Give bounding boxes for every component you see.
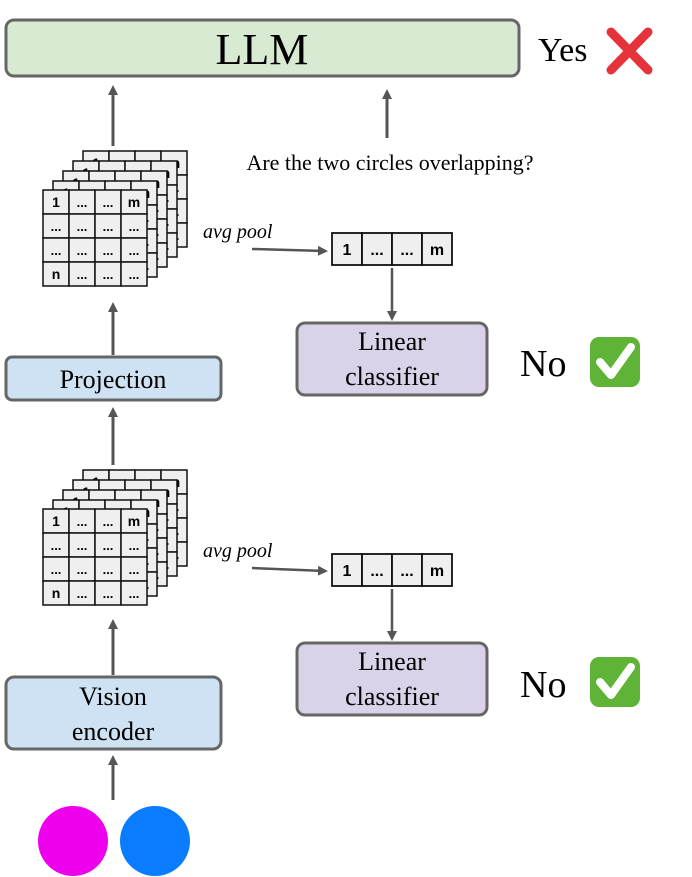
avg-pool-label-lower: avg pool [203, 540, 273, 562]
llm-label: LLM [216, 25, 309, 74]
grid-cell-label: ... [129, 538, 140, 553]
grid-cell-label: ... [77, 586, 88, 601]
vector-cell [331, 232, 363, 266]
grid-cell [94, 580, 122, 606]
grid-cell-label: ... [129, 562, 140, 577]
grid-cell-label: ... [51, 538, 62, 553]
grid-cell-label: m [128, 194, 140, 210]
grid-cell [94, 213, 122, 239]
pooled-vector-upper: 1...... m [331, 232, 453, 266]
projection-box: Projection [4, 355, 223, 402]
grid-cell [120, 261, 148, 287]
vector-cell-label: ... [370, 563, 383, 580]
grid-cell-label: ... [129, 219, 140, 234]
grid-cell-label: ... [103, 514, 114, 529]
grid-cell-label: ... [103, 562, 114, 577]
check-mark-icon [590, 337, 640, 387]
grid-cell-label: ... [77, 562, 88, 577]
classifier-lower-answer: No [520, 664, 566, 706]
grid-cell [42, 556, 70, 582]
grid-cell-label: ... [103, 267, 114, 282]
question-text: Are the two circles overlapping? [246, 150, 533, 175]
vector-cell-label: ... [400, 563, 413, 580]
pool-arrow-lower [251, 565, 328, 576]
grid-cell [68, 580, 96, 606]
vector-cell-label: m [430, 563, 444, 580]
vector-cell [391, 553, 423, 587]
grid-cell-label: ... [77, 195, 88, 210]
grid-cell-label: ... [51, 562, 62, 577]
grid-cell-label: ... [129, 243, 140, 258]
grid-layer: 1...... m........................ n.......… [42, 508, 148, 606]
vector-cell-label: ... [370, 242, 383, 259]
grid-cell [42, 237, 70, 263]
linear-classifier-upper: Linear classifier [295, 321, 489, 397]
check-mark-icon [590, 657, 640, 707]
grid-cell [68, 237, 96, 263]
grid-cell [42, 508, 70, 534]
projection-label: Projection [60, 365, 167, 394]
vision-encoder-label-line1: Vision [79, 682, 147, 711]
classifier-upper-answer: No [520, 343, 566, 385]
vector-cell [421, 232, 453, 266]
linear-classifier-lower: Linear classifier [295, 641, 489, 717]
classifier-lower-line1: Linear [358, 647, 426, 676]
grid-cell-label: ... [77, 219, 88, 234]
grid-cell [42, 261, 70, 287]
grid-cell [120, 189, 148, 215]
blue-circle [120, 806, 190, 876]
magenta-circle [38, 806, 108, 876]
grid-layer: 1...... m........................ n.......… [42, 189, 148, 287]
grid-cell-label: ... [77, 514, 88, 529]
grid-cell-label: ... [103, 538, 114, 553]
vision-encoder-label-line2: encoder [72, 717, 155, 746]
grid-cell-label: ... [129, 267, 140, 282]
pooled-vector-lower: 1...... m [331, 553, 453, 587]
classifier-upper-line2: classifier [345, 362, 439, 391]
grid-cell [68, 261, 96, 287]
grid-cell-label: 1 [52, 513, 60, 529]
grid-cell-label: n [52, 585, 61, 601]
avg-pool-label-upper: avg pool [203, 221, 273, 243]
grid-cell [120, 580, 148, 606]
grid-cell-label: ... [77, 243, 88, 258]
classifier-lower-line2: classifier [345, 682, 439, 711]
grid-cell-label: ... [103, 243, 114, 258]
token-grid-encoder: 1...... m........................ n.......… [42, 469, 188, 606]
grid-cell [94, 532, 122, 558]
grid-cell-label: ... [77, 538, 88, 553]
grid-cell [94, 261, 122, 287]
token-grid-projected: 1...... m........................ n.......… [42, 150, 188, 287]
vector-cell-label: 1 [343, 242, 352, 259]
vector-cell [421, 553, 453, 587]
grid-cell [120, 237, 148, 263]
grid-cell [120, 508, 148, 534]
grid-cell [94, 508, 122, 534]
vector-cell-label: m [430, 242, 444, 259]
grid-cell-label: 1 [52, 194, 60, 210]
grid-cell-label: ... [51, 243, 62, 258]
grid-cell-label: ... [77, 267, 88, 282]
llm-box: LLM [4, 18, 521, 78]
grid-cell-label: n [52, 266, 61, 282]
cross-mark-icon [606, 27, 653, 75]
grid-cell-label: ... [51, 219, 62, 234]
grid-cell-label: m [128, 513, 140, 529]
grid-cell-label: ... [103, 195, 114, 210]
grid-cell [120, 556, 148, 582]
vector-cell-label: ... [400, 242, 413, 259]
llm-answer: Yes [538, 32, 587, 69]
grid-cell-label: ... [103, 586, 114, 601]
grid-cell [68, 189, 96, 215]
grid-cell-label: ... [103, 219, 114, 234]
grid-cell [42, 532, 70, 558]
vision-encoder-box: Vision encoder [4, 675, 223, 751]
classifier-upper-line1: Linear [358, 327, 426, 356]
vector-cell-label: 1 [343, 563, 352, 580]
grid-cell-label: ... [129, 586, 140, 601]
vector-cell [391, 232, 423, 266]
pool-arrow-upper [251, 245, 328, 256]
